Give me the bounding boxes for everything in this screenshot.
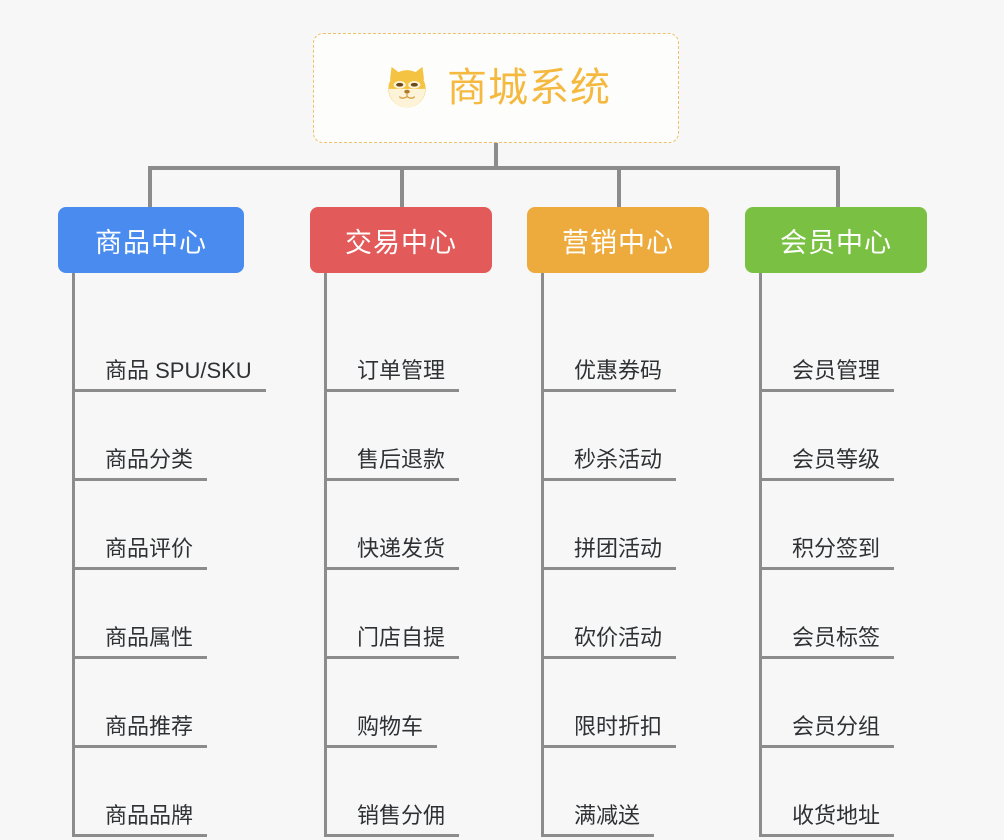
connector-horizontal-bus: [148, 166, 840, 170]
child-label: 门店自提: [327, 625, 460, 659]
branch-label-0: 商品中心: [95, 227, 207, 258]
child-label: 优惠券码: [544, 358, 677, 392]
branch-children-2: 优惠券码 秒杀活动 拼团活动 砍价活动 限时折扣 满减送: [541, 273, 709, 837]
branch-node-3[interactable]: 会员中心: [745, 207, 927, 273]
child-label: 商品评价: [75, 536, 208, 570]
list-item[interactable]: 秒杀活动: [544, 392, 709, 481]
connector-root-trunk: [494, 143, 498, 170]
child-label: 会员管理: [762, 358, 895, 392]
branch-column-0: 商品中心 商品 SPU/SKU 商品分类 商品评价 商品属性 商品推荐 商品品牌: [58, 207, 266, 837]
child-label: 商品品牌: [75, 803, 208, 837]
connector-drop-0: [148, 166, 152, 207]
list-item[interactable]: 售后退款: [327, 392, 492, 481]
child-label: 会员标签: [762, 625, 895, 659]
child-label: 收货地址: [762, 803, 895, 837]
list-item[interactable]: 商品 SPU/SKU: [75, 303, 266, 392]
list-item[interactable]: 会员管理: [762, 303, 927, 392]
branch-children-1: 订单管理 售后退款 快递发货 门店自提 购物车 销售分佣: [324, 273, 492, 837]
list-item[interactable]: 会员等级: [762, 392, 927, 481]
branch-node-0[interactable]: 商品中心: [58, 207, 244, 273]
child-label: 秒杀活动: [544, 447, 677, 481]
child-label: 商品 SPU/SKU: [75, 358, 266, 392]
list-item[interactable]: 收货地址: [762, 748, 927, 837]
child-label: 订单管理: [327, 358, 460, 392]
list-item[interactable]: 限时折扣: [544, 659, 709, 748]
list-item[interactable]: 会员分组: [762, 659, 927, 748]
list-item[interactable]: 满减送: [544, 748, 709, 837]
list-item[interactable]: 商品分类: [75, 392, 266, 481]
branch-children-3: 会员管理 会员等级 积分签到 会员标签 会员分组 收货地址: [759, 273, 927, 837]
connector-drop-1: [400, 166, 404, 207]
branch-label-2: 营销中心: [562, 227, 674, 258]
list-item[interactable]: 快递发货: [327, 481, 492, 570]
list-item[interactable]: 销售分佣: [327, 748, 492, 837]
list-item[interactable]: 优惠券码: [544, 303, 709, 392]
root-title: 商城系统: [447, 66, 611, 110]
list-item[interactable]: 商品推荐: [75, 659, 266, 748]
connector-drop-3: [836, 166, 840, 207]
branch-label-3: 会员中心: [780, 227, 892, 258]
branch-column-1: 交易中心 订单管理 售后退款 快递发货 门店自提 购物车 销售分佣: [310, 207, 492, 837]
list-item[interactable]: 会员标签: [762, 570, 927, 659]
child-label: 商品属性: [75, 625, 208, 659]
child-label: 商品分类: [75, 447, 208, 481]
list-item[interactable]: 商品评价: [75, 481, 266, 570]
branch-node-2[interactable]: 营销中心: [527, 207, 709, 273]
list-item[interactable]: 砍价活动: [544, 570, 709, 659]
child-label: 会员等级: [762, 447, 895, 481]
child-label: 快递发货: [327, 536, 460, 570]
connector-drop-2: [617, 166, 621, 207]
child-label: 商品推荐: [75, 714, 208, 748]
child-label: 购物车: [327, 714, 438, 748]
list-item[interactable]: 订单管理: [327, 303, 492, 392]
branch-children-0: 商品 SPU/SKU 商品分类 商品评价 商品属性 商品推荐 商品品牌: [72, 273, 266, 837]
branch-column-2: 营销中心 优惠券码 秒杀活动 拼团活动 砍价活动 限时折扣 满减送: [527, 207, 709, 837]
list-item[interactable]: 购物车: [327, 659, 492, 748]
list-item[interactable]: 积分签到: [762, 481, 927, 570]
child-label: 售后退款: [327, 447, 460, 481]
child-label: 砍价活动: [544, 625, 677, 659]
list-item[interactable]: 拼团活动: [544, 481, 709, 570]
shiba-dog-face-icon: [381, 62, 433, 114]
child-label: 销售分佣: [327, 803, 460, 837]
branch-column-3: 会员中心 会员管理 会员等级 积分签到 会员标签 会员分组 收货地址: [745, 207, 927, 837]
branch-node-1[interactable]: 交易中心: [310, 207, 492, 273]
child-label: 积分签到: [762, 536, 895, 570]
root-node[interactable]: 商城系统: [313, 33, 679, 143]
child-label: 满减送: [544, 803, 655, 837]
branch-label-1: 交易中心: [345, 227, 457, 258]
list-item[interactable]: 商品品牌: [75, 748, 266, 837]
child-label: 拼团活动: [544, 536, 677, 570]
list-item[interactable]: 商品属性: [75, 570, 266, 659]
child-label: 限时折扣: [544, 714, 677, 748]
list-item[interactable]: 门店自提: [327, 570, 492, 659]
child-label: 会员分组: [762, 714, 895, 748]
